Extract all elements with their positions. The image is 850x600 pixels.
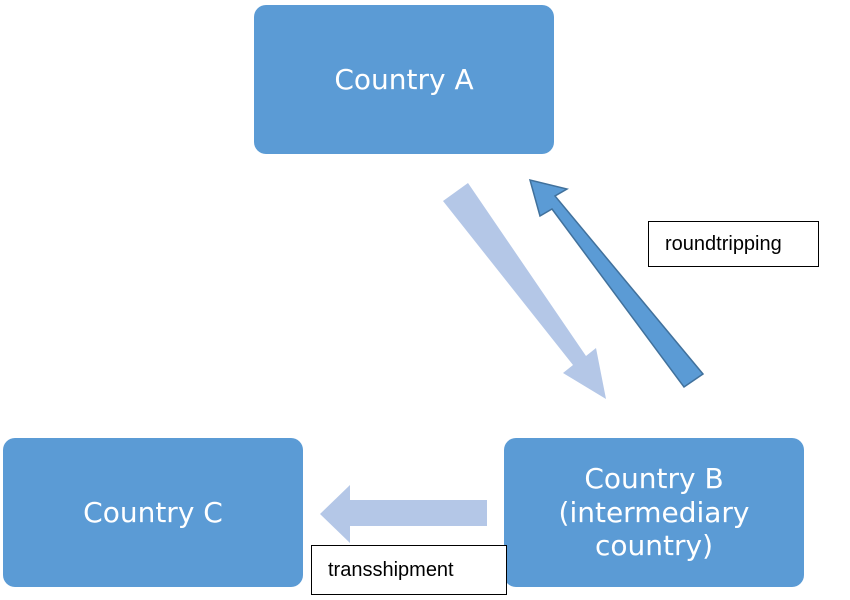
country-a-label: Country A bbox=[334, 62, 474, 96]
arrow-transshipment bbox=[320, 485, 487, 543]
arrow-a-to-b bbox=[443, 183, 606, 399]
country-c-label: Country C bbox=[83, 495, 223, 529]
transshipment-label-box: transshipment bbox=[311, 545, 507, 595]
roundtripping-label-box: roundtripping bbox=[648, 221, 819, 267]
arrow-roundtripping bbox=[528, 178, 705, 389]
roundtripping-label: roundtripping bbox=[665, 232, 782, 255]
country-a-box: Country A bbox=[254, 5, 554, 154]
transshipment-label: transshipment bbox=[328, 558, 454, 581]
country-b-label: Country B (intermediary country) bbox=[558, 462, 750, 563]
country-b-box: Country B (intermediary country) bbox=[504, 438, 804, 587]
country-c-box: Country C bbox=[3, 438, 303, 587]
